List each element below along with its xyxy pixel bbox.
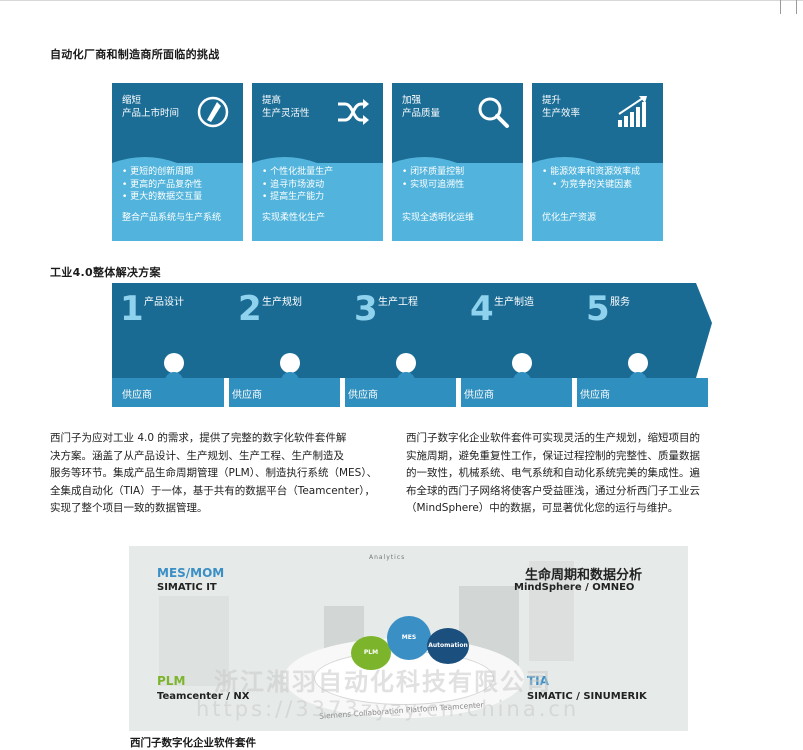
card-title: 提高生产灵活性 [262, 95, 310, 119]
digital-enterprise-figure: Analytics PLM MES Automation Siemens Col… [129, 546, 688, 731]
lifecycle-subtitle: MindSphere / OMNEO [514, 582, 635, 593]
supplier-label: 供应商 [122, 390, 152, 401]
card-footer: 整合产品系统与生产系统 [122, 213, 222, 223]
lifecycle-title: 生命周期和数据分析 [525, 568, 643, 583]
clock-hand-icon [197, 96, 229, 128]
card-title: 提升生产效率 [542, 95, 581, 119]
card-footer: 实现柔性化生产 [262, 213, 326, 223]
supplier-label: 供应商 [580, 390, 610, 401]
step-label: 生产制造 [494, 297, 534, 308]
section-title-challenges: 自动化厂商和制造商所面临的挑战 [50, 48, 220, 61]
watermark-company: 浙江湘羽自动化科技有限公司 [214, 668, 552, 696]
card-bullets: 能源效率和资源效率成为竞争的关键因素 [542, 166, 640, 191]
magnifier-icon [478, 97, 509, 128]
supplier-label: 供应商 [348, 390, 378, 401]
plm-orb: PLM [351, 636, 391, 670]
step-label: 产品设计 [144, 297, 184, 308]
mes-subtitle: SIMATIC IT [157, 582, 217, 593]
card-bullets: 个性化批量生产追寻市场波动提高生产能力 [262, 166, 333, 204]
process-steps: 1 产品设计 2 生产规划 3 生产工程 4 生产制造 5 服务 供应商 供应商… [110, 283, 720, 407]
plm-title: PLM [157, 674, 186, 688]
card-bullets: 更短的创新周期更高的产品复杂性更大的数据交互量 [122, 166, 202, 204]
analytics-cloud: Analytics [369, 554, 406, 561]
paragraph-right: 西门子数字化企业软件套件可实现灵活的生产规划，缩短项目的实施周期，避免重复性工作… [406, 432, 700, 514]
supplier-label: 供应商 [232, 390, 262, 401]
card-footer: 实现全透明化运维 [402, 213, 475, 223]
card-footer: 优化生产资源 [542, 213, 597, 223]
card-title: 缩短产品上市时间 [122, 95, 180, 119]
tia-subtitle: SIMATIC / SINUMERIK [527, 691, 647, 702]
card-title: 加强产品质量 [402, 95, 441, 119]
step-label: 服务 [610, 297, 630, 308]
mes-orb: MES [387, 616, 431, 660]
plm-subtitle: Teamcenter / NX [157, 691, 250, 702]
step-label: 生产工程 [378, 297, 418, 308]
card-bullets: 闭环质量控制实现可追溯性 [402, 166, 464, 191]
paragraph-left: 西门子为应对工业 4.0 的需求，提供了完整的数字化软件套件解决方案。涵盖了从产… [50, 432, 378, 514]
shuffle-arrows-icon [338, 99, 369, 125]
mes-title: MES/MOM [157, 566, 225, 580]
supplier-label: 供应商 [464, 390, 494, 401]
step-number: 3 [354, 289, 378, 329]
step-number: 5 [586, 289, 610, 329]
figure-caption: 西门子数字化企业软件套件 [130, 737, 256, 749]
watermark-url: https://3373zyzy.cn.china.cn [196, 697, 580, 721]
step-number: 4 [470, 289, 494, 329]
step-number: 2 [238, 289, 262, 329]
tia-title: TIA [527, 674, 549, 688]
bar-growth-icon [618, 96, 647, 127]
step-label: 生产规划 [262, 297, 302, 308]
automation-orb: Automation [427, 628, 469, 664]
section-title-solutions: 工业4.0整体解决方案 [50, 266, 161, 279]
page-top-border [0, 0, 803, 14]
step-number: 1 [120, 289, 144, 329]
